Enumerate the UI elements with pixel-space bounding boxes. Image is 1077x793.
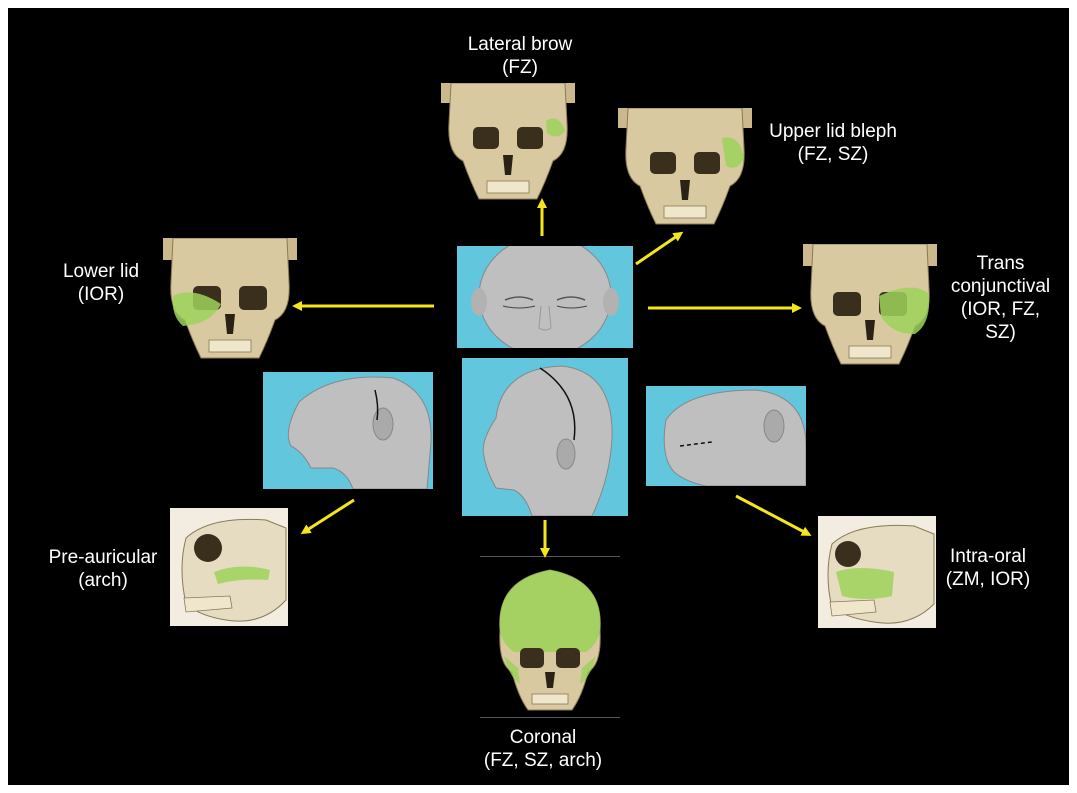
label-trans-conjunctival: Trans conjunctival (IOR, FZ, SZ) xyxy=(933,252,1068,344)
label-intra-oral-title: Intra-oral xyxy=(928,545,1048,568)
skull-intra-oral xyxy=(818,516,936,628)
label-lower-lid-title: Lower lid xyxy=(46,260,156,283)
head-frontal-icon xyxy=(457,246,633,348)
head-lateral-icon xyxy=(263,372,433,489)
skull-lateral-icon xyxy=(170,508,288,626)
arrow-to-intra-oral xyxy=(736,496,808,534)
skull-coronal xyxy=(486,560,614,715)
head-lateral-icon xyxy=(646,386,806,486)
skull-lower-lid xyxy=(163,238,297,363)
skull-frontal-icon xyxy=(618,108,752,228)
label-upper-lid-title: Upper lid bleph xyxy=(753,120,913,143)
skull-trans-conjunctival xyxy=(803,244,937,369)
label-pre-auricular-title: Pre-auricular xyxy=(33,546,173,569)
head-lateral-icon xyxy=(462,358,628,516)
head-front-photo xyxy=(457,246,633,348)
label-trans-line1: Trans xyxy=(933,252,1068,275)
label-lower-lid-zones: (IOR) xyxy=(46,283,156,306)
skull-lateral-brow xyxy=(441,83,575,203)
label-coronal: Coronal (FZ, SZ, arch) xyxy=(463,726,623,772)
label-coronal-zones: (FZ, SZ, arch) xyxy=(463,749,623,772)
skull-frontal-icon xyxy=(441,83,575,203)
head-coronal-photo xyxy=(462,358,628,516)
skull-frontal-icon xyxy=(163,238,297,363)
arrow-to-upper-lid xyxy=(636,234,680,264)
label-intra-oral-zones: (ZM, IOR) xyxy=(928,568,1048,591)
skull-pre-auricular xyxy=(170,508,288,626)
label-pre-auricular-zones: (arch) xyxy=(33,569,173,592)
skull-lateral-icon xyxy=(818,516,936,628)
arrow-to-pre-auricular xyxy=(304,500,354,532)
label-coronal-title: Coronal xyxy=(463,726,623,749)
label-pre-auricular: Pre-auricular (arch) xyxy=(33,546,173,592)
head-preauricular-photo xyxy=(263,372,433,489)
label-trans-line3: (IOR, FZ, xyxy=(933,298,1068,321)
head-intraoral-photo xyxy=(646,386,806,486)
coronal-bottom-divider xyxy=(480,717,620,718)
label-lateral-brow-title: Lateral brow xyxy=(440,33,600,56)
coronal-top-divider xyxy=(480,556,620,557)
label-upper-lid: Upper lid bleph (FZ, SZ) xyxy=(753,120,913,166)
label-lateral-brow-zones: (FZ) xyxy=(440,56,600,79)
skull-frontal-icon xyxy=(486,560,614,715)
skull-frontal-icon xyxy=(803,244,937,369)
label-intra-oral: Intra-oral (ZM, IOR) xyxy=(928,545,1048,591)
diagram-canvas: Lateral brow (FZ) Upper lid bleph (FZ, S… xyxy=(8,8,1069,785)
label-trans-line4: SZ) xyxy=(933,321,1068,344)
label-lateral-brow: Lateral brow (FZ) xyxy=(440,33,600,79)
label-trans-line2: conjunctival xyxy=(933,275,1068,298)
label-upper-lid-zones: (FZ, SZ) xyxy=(753,143,913,166)
skull-upper-lid xyxy=(618,108,752,228)
label-lower-lid: Lower lid (IOR) xyxy=(46,260,156,306)
